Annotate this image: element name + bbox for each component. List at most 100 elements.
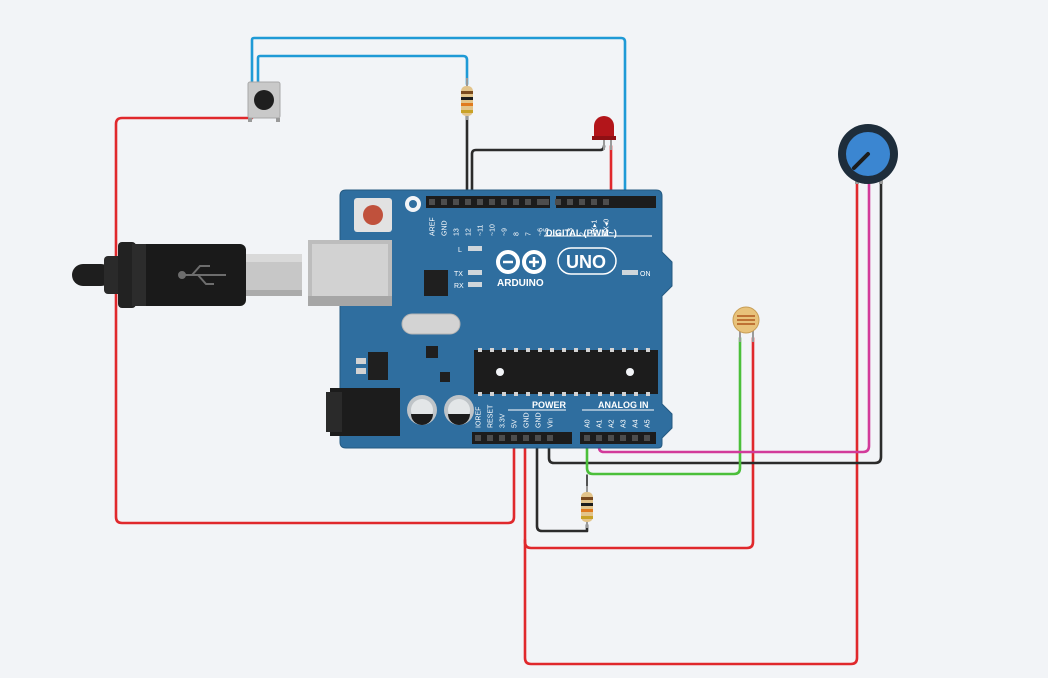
digital-pin[interactable]	[537, 199, 543, 205]
regulator	[368, 352, 388, 380]
capacitor	[444, 395, 474, 425]
led-l-label: L	[458, 247, 462, 254]
digital-pin[interactable]	[429, 199, 435, 205]
arduino-logo-icon	[496, 250, 546, 274]
analog-pin-label: A3	[621, 419, 628, 428]
digital-pin[interactable]	[501, 199, 507, 205]
power-pin-label: GND	[524, 412, 531, 428]
led-on-label: ON	[640, 271, 651, 278]
digital-pin-label: ~6	[538, 228, 545, 236]
digital-pin[interactable]	[441, 199, 447, 205]
digital-pin-label: ~10	[490, 224, 497, 236]
digital-pin-label: GND	[442, 220, 449, 236]
digital-pin[interactable]	[603, 199, 609, 205]
photoresistor[interactable]	[732, 306, 760, 342]
digital-pin[interactable]	[465, 199, 471, 205]
led-rx-label: RX	[454, 283, 464, 290]
power-pin[interactable]	[523, 435, 529, 441]
wire-magenta-a1-to-pot[interactable]	[597, 182, 871, 454]
digital-pin[interactable]	[489, 199, 495, 205]
usb-cable[interactable]	[72, 242, 302, 308]
digital-pin[interactable]	[477, 199, 483, 205]
digital-pin-label: TX▸1	[592, 220, 599, 236]
digital-pin-label: 13	[454, 228, 461, 236]
usb-port	[308, 240, 392, 306]
power-pin[interactable]	[499, 435, 505, 441]
power-pin[interactable]	[547, 435, 553, 441]
digital-pin[interactable]	[579, 199, 585, 205]
led-tx-label: TX	[454, 271, 463, 278]
capacitor	[407, 395, 437, 425]
analog-pin-label: A1	[597, 419, 604, 428]
led-rx-indicator: RX	[454, 282, 482, 290]
brand-label: ARDUINO	[497, 278, 544, 289]
digital-pin-label: 8	[514, 232, 521, 236]
power-pin[interactable]	[511, 435, 517, 441]
power-pin-label: 5V	[512, 419, 519, 428]
red-led[interactable]	[592, 116, 616, 150]
analog-pin[interactable]	[632, 435, 638, 441]
wire-green-a0-to-ldr[interactable]	[585, 336, 742, 476]
digital-pin-label: 2	[580, 232, 587, 236]
reset-button[interactable]	[354, 198, 392, 232]
digital-pin[interactable]	[513, 199, 519, 205]
arduino-board[interactable]: L TX RX ON ARDUINO UNO A	[308, 189, 673, 449]
wire-black-gnd-to-pot[interactable]	[547, 182, 883, 465]
usb-logo-icon	[178, 265, 226, 285]
analog-pin[interactable]	[620, 435, 626, 441]
potentiometer-knob-indicator[interactable]	[852, 152, 870, 170]
power-pin-label: GND	[536, 412, 543, 428]
analog-pin[interactable]	[596, 435, 602, 441]
power-header-label: POWER	[532, 400, 567, 410]
analog-header: A0 A1 A2 A3 A4 A5 ANALOG IN	[580, 400, 656, 444]
digital-pin-label: AREF	[430, 217, 437, 236]
power-pin-label: RESET	[488, 404, 495, 428]
analog-pin-label: A4	[633, 419, 640, 428]
resistor[interactable]	[461, 78, 473, 120]
power-pin[interactable]	[487, 435, 493, 441]
analog-pin[interactable]	[584, 435, 590, 441]
analog-pin-label: A2	[609, 419, 616, 428]
wire-red-5v-to-pot[interactable]	[523, 182, 859, 666]
led-tx-indicator: TX	[454, 270, 482, 278]
wire-blue-button-to-pin2[interactable]	[250, 36, 627, 202]
digital-pin[interactable]	[555, 199, 561, 205]
power-pin-label: IOREF	[476, 407, 483, 428]
usb-chip	[424, 270, 448, 296]
digital-pin[interactable]	[567, 199, 573, 205]
digital-header-label: DIGITAL (PWM~)	[546, 228, 617, 238]
led-l-indicator: L	[458, 246, 482, 254]
power-pin[interactable]	[535, 435, 541, 441]
digital-pin[interactable]	[453, 199, 459, 205]
digital-pin[interactable]	[591, 199, 597, 205]
analog-pin[interactable]	[644, 435, 650, 441]
digital-pin-label: ~9	[502, 228, 509, 236]
digital-pin-label: ~11	[478, 225, 485, 236]
pushbutton[interactable]	[247, 81, 281, 122]
digital-pin-label: RX◂0	[604, 219, 611, 236]
wire-red-button-to-5v[interactable]	[114, 116, 516, 525]
digital-pin-label: ~3	[568, 228, 575, 236]
wire-blue-button-to-resistor[interactable]	[256, 54, 469, 88]
analog-pin-label: A0	[585, 419, 592, 428]
digital-pin[interactable]	[543, 199, 549, 205]
wires	[114, 36, 883, 666]
model-label: UNO	[566, 252, 606, 272]
power-jack	[326, 388, 400, 436]
analog-pin[interactable]	[608, 435, 614, 441]
resistor[interactable]	[581, 486, 593, 528]
wire-black-gnd-to-resistor[interactable]	[535, 435, 589, 533]
crystal	[401, 313, 461, 335]
analog-pin-label: A5	[645, 419, 652, 428]
digital-pin-label: 7	[526, 232, 533, 236]
digital-pin-label: 4	[556, 232, 563, 236]
analog-header-label: ANALOG IN	[598, 400, 649, 410]
power-pin-label: 3.3V	[500, 413, 507, 428]
power-pin[interactable]	[475, 435, 481, 441]
led-on-indicator: ON	[622, 270, 651, 278]
digital-pin[interactable]	[525, 199, 531, 205]
potentiometer[interactable]	[838, 124, 898, 184]
